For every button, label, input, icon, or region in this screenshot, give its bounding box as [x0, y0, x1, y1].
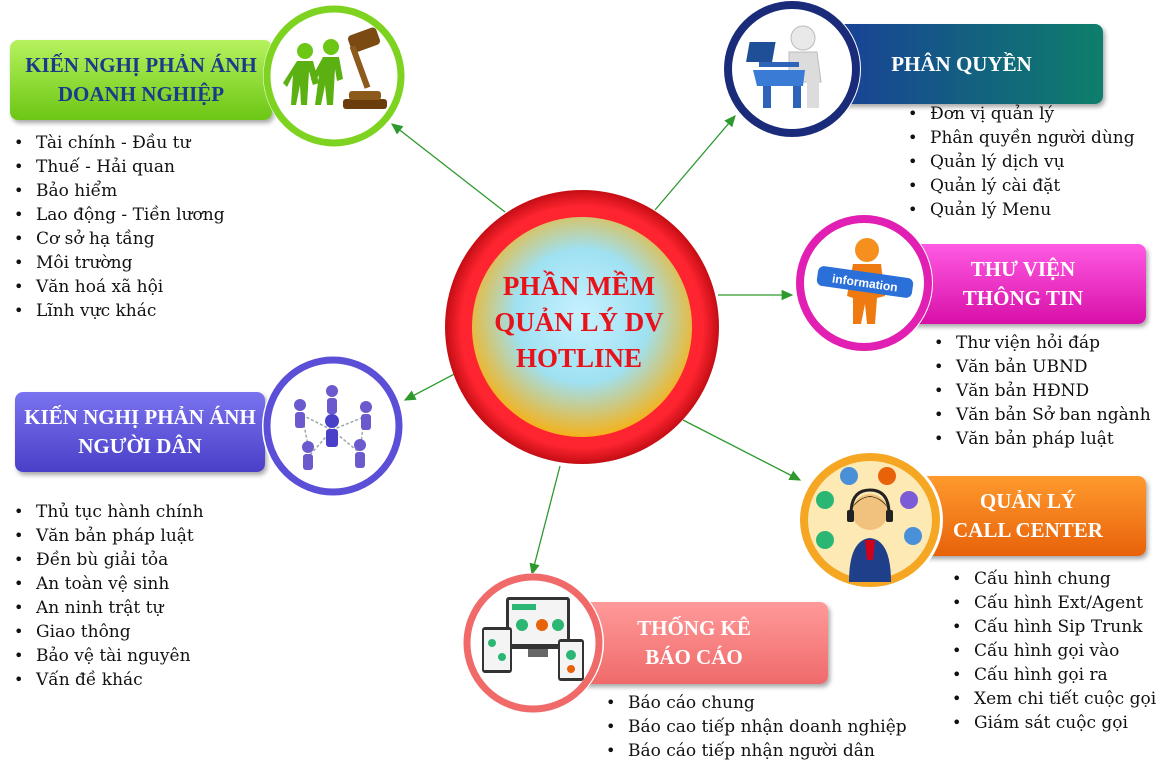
bao-cao-icon-circle — [462, 573, 604, 713]
list-item: An ninh trật tự — [12, 596, 204, 620]
call-center-icon-circle — [797, 450, 943, 590]
center-title-line: PHẦN MỀM — [502, 271, 656, 301]
list-item: Phân quyền người dùng — [906, 126, 1135, 150]
list-item: Lao động - Tiền lương — [12, 203, 225, 227]
thu-vien-list: Thư viện hỏi đáp Văn bản UBND Văn bản HĐ… — [932, 331, 1151, 451]
banner-thu-vien: THƯ VIỆN THÔNG TIN — [900, 244, 1146, 324]
list-item: Thủ tục hành chính — [12, 500, 204, 524]
list-item: Báo cao tiếp nhận doanh nghiệp — [604, 715, 907, 739]
list-item: Văn bản HĐND — [932, 379, 1151, 403]
computer-user-icon — [724, 1, 860, 137]
information-person-icon: information — [796, 215, 932, 351]
connector-phan-quyen — [654, 115, 736, 211]
banner-title-line: BÁO CÁO — [645, 645, 743, 669]
list-item: Văn hoá xã hội — [12, 275, 225, 299]
connector-call-center — [682, 419, 802, 481]
list-item: Báo cáo tiếp nhận người dân — [604, 739, 907, 763]
banner-title-line: KIẾN NGHỊ PHẢN ÁNH — [25, 53, 257, 77]
list-item: Đền bù giải tỏa — [12, 548, 204, 572]
center-hub — [443, 188, 721, 466]
list-item: Quản lý cài đặt — [906, 174, 1135, 198]
banner-title-line: KIẾN NGHỊ PHẢN ÁNH — [24, 405, 256, 429]
connector-doanh-nghiep — [390, 123, 506, 213]
banner-title-line: THƯ VIỆN — [970, 257, 1076, 281]
devices-dashboard-icon — [463, 573, 603, 713]
list-item: Cấu hình chung — [950, 567, 1156, 591]
list-item: An toàn vệ sinh — [12, 572, 204, 596]
list-item: Quản lý dịch vụ — [906, 150, 1135, 174]
list-item: Văn bản pháp luật — [932, 427, 1151, 451]
list-item: Báo cáo chung — [604, 691, 907, 715]
banner-title-line: DOANH NGHIỆP — [57, 82, 225, 106]
list-item: Giao thông — [12, 620, 204, 644]
banner-title-line: PHÂN QUYỀN — [891, 51, 1032, 76]
phan-quyen-icon-circle — [723, 0, 861, 138]
banner-doanh-nghiep: KIẾN NGHỊ PHẢN ÁNH DOANH NGHIỆP — [10, 40, 272, 120]
thu-vien-icon-circle: information — [795, 214, 933, 352]
list-item: Bảo vệ tài nguyên — [12, 644, 204, 668]
bao-cao-list: Báo cáo chung Báo cao tiếp nhận doanh ng… — [604, 691, 907, 763]
banner-title-line: THỐNG KÊ — [637, 616, 751, 640]
call-center-agent-icon — [800, 453, 940, 587]
list-item: Tài chính - Đầu tư — [12, 131, 225, 155]
call-center-list: Cấu hình chung Cấu hình Ext/Agent Cấu hì… — [950, 567, 1156, 735]
banner-title-line: CALL CENTER — [953, 518, 1103, 542]
list-item: Môi trường — [12, 251, 225, 275]
list-item: Giám sát cuộc gọi — [950, 711, 1156, 735]
list-item: Văn bản UBND — [932, 355, 1151, 379]
list-item: Văn bản Sở ban ngành — [932, 403, 1151, 427]
list-item: Cấu hình gọi ra — [950, 663, 1156, 687]
banner-call-center: QUẢN LÝ CALL CENTER — [910, 476, 1146, 556]
gavel-handshake-icon — [263, 5, 405, 147]
list-item: Văn bản pháp luật — [12, 524, 204, 548]
banner-nguoi-dan: KIẾN NGHỊ PHẢN ÁNH NGƯỜI DÂN — [15, 392, 265, 472]
list-item: Cấu hình gọi vào — [950, 639, 1156, 663]
list-item: Lĩnh vực khác — [12, 299, 225, 323]
center-title: PHẦN MỀM QUẢN LÝ DV HOTLINE — [488, 268, 670, 376]
connector-nguoi-dan — [403, 369, 463, 401]
banner-title-line: NGƯỜI DÂN — [78, 434, 202, 458]
list-item: Xem chi tiết cuộc gọi — [950, 687, 1156, 711]
list-item: Cấu hình Sip Trunk — [950, 615, 1156, 639]
banner-title-line: THÔNG TIN — [962, 286, 1084, 310]
banner-bao-cao: THỐNG KÊ BÁO CÁO — [560, 602, 828, 684]
phan-quyen-list: Đơn vị quản lý Phân quyền người dùng Quả… — [906, 102, 1135, 222]
list-item: Cấu hình Ext/Agent — [950, 591, 1156, 615]
list-item: Thư viện hỏi đáp — [932, 331, 1151, 355]
nguoi-dan-icon-circle — [262, 355, 405, 498]
doanh-nghiep-icon-circle — [263, 5, 405, 147]
list-item: Thuế - Hải quan — [12, 155, 225, 179]
center-title-line: QUẢN LÝ DV — [494, 307, 664, 337]
nguoi-dan-list: Thủ tục hành chính Văn bản pháp luật Đền… — [12, 500, 204, 692]
banner-phan-quyen: PHÂN QUYỀN — [820, 24, 1103, 104]
list-item: Bảo hiểm — [12, 179, 225, 203]
doanh-nghiep-list: Tài chính - Đầu tư Thuế - Hải quan Bảo h… — [12, 131, 225, 323]
banner-title-line: QUẢN LÝ — [979, 489, 1077, 513]
list-item: Quản lý Menu — [906, 198, 1135, 222]
connector-bao-cao — [529, 465, 561, 576]
center-title-line: HOTLINE — [515, 343, 643, 373]
list-item: Đơn vị quản lý — [906, 102, 1135, 126]
center-ring — [445, 190, 719, 464]
list-item: Vấn đề khác — [12, 668, 204, 692]
people-network-icon — [263, 356, 403, 496]
list-item: Cơ sở hạ tầng — [12, 227, 225, 251]
